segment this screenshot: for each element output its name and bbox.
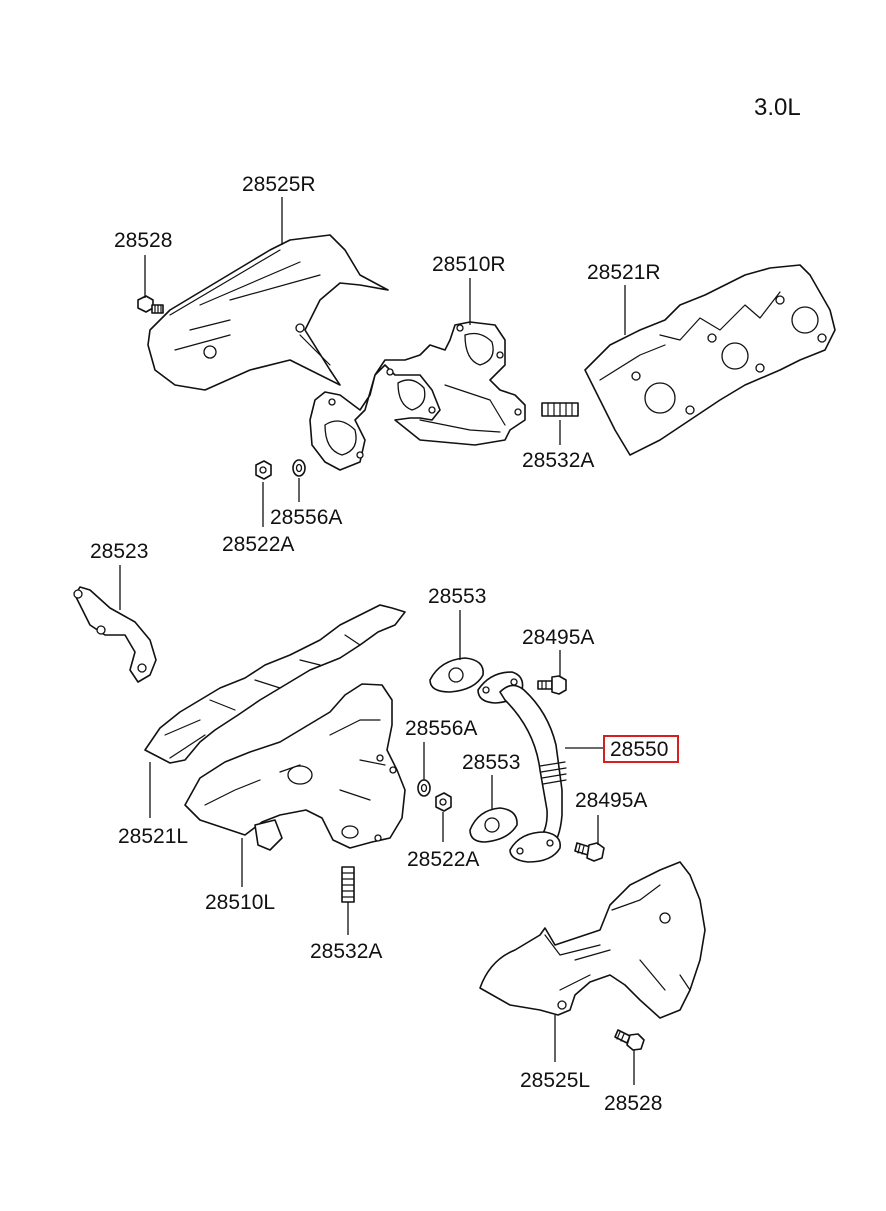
stud-28532a-bottom[interactable] <box>341 866 355 903</box>
engine-label: 3.0L <box>754 94 801 121</box>
label-28532a-top[interactable]: 28532A <box>522 449 594 472</box>
egr-pipe-28550[interactable] <box>477 671 567 863</box>
label-28495a-mid[interactable]: 28495A <box>575 789 647 812</box>
label-28521r[interactable]: 28521R <box>587 261 661 284</box>
label-28550[interactable]: 28550 <box>610 738 668 761</box>
label-28528-top[interactable]: 28528 <box>114 229 172 252</box>
washer-28556a-mid[interactable] <box>417 779 431 797</box>
stud-28532a-top[interactable] <box>541 402 579 417</box>
label-28556a-mid[interactable]: 28556A <box>405 717 477 740</box>
label-28522a-top[interactable]: 28522A <box>222 533 294 556</box>
exhaust-manifold-28510l[interactable] <box>184 683 406 851</box>
label-28528-bottom[interactable]: 28528 <box>604 1092 662 1115</box>
bolt-28528-top[interactable] <box>137 295 164 314</box>
highlight-box-28550 <box>603 735 679 763</box>
label-28553-mid[interactable]: 28553 <box>462 751 520 774</box>
label-28510l[interactable]: 28510L <box>205 891 275 914</box>
nut-28522a-top[interactable] <box>255 460 272 480</box>
label-28525l[interactable]: 28525L <box>520 1069 590 1092</box>
nut-28522a-mid[interactable] <box>435 792 452 812</box>
label-28522a-mid[interactable]: 28522A <box>407 848 479 871</box>
exhaust-manifold-28510r[interactable] <box>309 321 526 471</box>
label-28510r[interactable]: 28510R <box>432 253 506 276</box>
label-28495a-top[interactable]: 28495A <box>522 626 594 649</box>
label-28553-top[interactable]: 28553 <box>428 585 486 608</box>
bolt-28495a-mid[interactable] <box>574 842 605 862</box>
bolt-28495a-top[interactable] <box>537 675 567 695</box>
bolt-28528-bottom[interactable] <box>614 1029 645 1051</box>
heat-shield-28525l[interactable] <box>479 861 706 1019</box>
gasket-28553-mid[interactable] <box>469 807 518 843</box>
heat-shield-28521l[interactable] <box>144 604 406 764</box>
label-28521l[interactable]: 28521L <box>118 825 188 848</box>
bracket-28523[interactable] <box>73 586 157 683</box>
washer-28556a-top[interactable] <box>292 459 306 477</box>
label-28523[interactable]: 28523 <box>90 540 148 563</box>
heat-shield-28525r[interactable] <box>147 234 389 391</box>
gasket-28553-top[interactable] <box>429 657 484 693</box>
leader-lines <box>119 197 635 1085</box>
label-28525r[interactable]: 28525R <box>242 173 316 196</box>
label-28556a-top[interactable]: 28556A <box>270 506 342 529</box>
label-28532a-bottom[interactable]: 28532A <box>310 940 382 963</box>
heat-shield-28521r[interactable] <box>584 264 836 456</box>
